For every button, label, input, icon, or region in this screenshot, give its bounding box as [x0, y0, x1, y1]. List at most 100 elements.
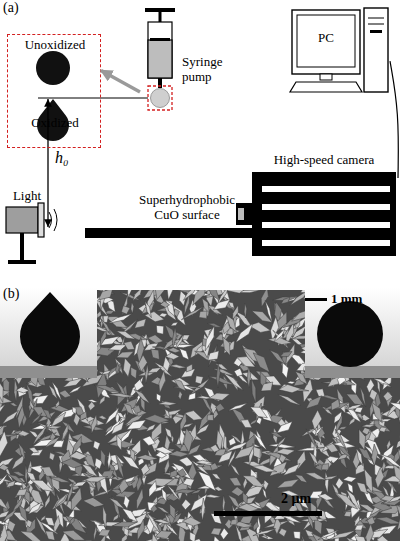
sem-flake: [140, 397, 144, 412]
sem-flake: [105, 425, 113, 433]
sem-flake: [124, 341, 135, 350]
sem-flake: [145, 312, 165, 322]
node-text: Oxidized: [8, 115, 102, 130]
sem-flake: [8, 475, 25, 484]
sem-flake: [355, 525, 364, 530]
sem-flake: [231, 487, 244, 497]
sem-flake: [297, 450, 305, 469]
sem-flake: [196, 464, 205, 467]
sem-flake: [146, 511, 161, 534]
sem-flake: [93, 441, 100, 450]
sem-flake: [18, 431, 30, 437]
sem-flake: [69, 386, 82, 394]
sem-flake: [250, 407, 267, 418]
sem-flake: [45, 531, 55, 540]
sem-flake: [71, 487, 82, 511]
sem-flake: [20, 531, 43, 541]
sem-flake: [229, 477, 241, 485]
sem-flake: [166, 353, 180, 360]
sem-flake: [281, 297, 290, 304]
droplet-inset-left: [0, 288, 97, 378]
sem-flake: [373, 379, 389, 385]
sem-flake: [109, 498, 125, 509]
sem-flake: [122, 456, 139, 470]
sem-flake: [184, 411, 202, 421]
scale-bar: [214, 511, 322, 516]
sem-flake: [117, 331, 136, 339]
sem-flake: [216, 403, 225, 412]
sem-flake: [72, 407, 76, 414]
sem-flake: [182, 517, 201, 526]
sem-flake: [376, 517, 400, 524]
sem-flake: [111, 421, 124, 434]
sem-flake: [357, 413, 363, 419]
sem-flake: [116, 363, 120, 375]
sem-flake: [380, 419, 391, 422]
syringe-symbol: [145, 8, 175, 110]
sem-flake: [6, 481, 15, 488]
sem-flake: [213, 369, 234, 376]
sem-flake: [116, 352, 134, 358]
sem-flake: [263, 488, 267, 499]
sem-flake: [52, 492, 69, 510]
sem-flake: [108, 451, 112, 469]
sem-flake: [253, 433, 267, 450]
sem-flake: [301, 534, 307, 541]
sem-flake: [184, 428, 193, 453]
sem-flake: [138, 355, 147, 372]
sem-flake: [0, 496, 8, 510]
sem-flake: [174, 379, 186, 391]
sem-flake: [124, 495, 130, 508]
sem-flake: [108, 345, 127, 351]
sem-flake: [151, 349, 160, 360]
sem-flake: [155, 290, 165, 300]
panel-label: (b): [3, 286, 19, 302]
sem-flake: [69, 452, 87, 460]
sem-flake: [46, 426, 62, 429]
sem-flake: [31, 393, 43, 397]
sem-flake: [186, 364, 192, 372]
cuo-surface: Superhydrophobic CuO surface: [85, 190, 290, 240]
sem-flake: [366, 524, 374, 541]
sem-flake: [379, 427, 387, 432]
sem-flake: [177, 469, 186, 477]
scale-bar: [305, 298, 327, 301]
sem-flake: [335, 429, 347, 450]
sem-flake: [86, 480, 96, 489]
sem-flake: [283, 463, 300, 475]
sem-flake: [98, 416, 107, 420]
sem-flake: [99, 290, 113, 300]
sem-flake: [80, 411, 87, 420]
sem-flake: [10, 403, 18, 406]
sem-flake: [295, 475, 307, 483]
sem-flake: [383, 391, 392, 401]
sem-flake: [165, 540, 172, 541]
sem-flake: [165, 513, 172, 528]
sem-flake: [247, 366, 251, 388]
sem-flake: [16, 387, 29, 393]
sem-flake: [253, 353, 270, 373]
sem-flake: [325, 472, 329, 494]
sem-flake: [223, 322, 230, 334]
sem-flake: [136, 455, 158, 461]
sem-flake: [329, 531, 355, 540]
sem-flake: [33, 424, 48, 445]
sem-flake: [367, 379, 375, 393]
sem-flake: [274, 329, 285, 343]
sem-flake: [137, 519, 144, 541]
sem-flake: [149, 481, 157, 497]
sem-flake: [45, 517, 55, 526]
node-text: Unoxidized: [8, 37, 102, 52]
sem-flake: [143, 436, 156, 446]
sem-flake: [27, 383, 34, 406]
sem-flake: [268, 444, 295, 449]
sem-flake: [202, 298, 209, 312]
node-text: Syringe pump: [182, 54, 234, 84]
sem-flake: [136, 476, 142, 492]
sem-flake: [207, 414, 213, 420]
sem-flake: [59, 390, 71, 398]
sem-flake: [171, 322, 178, 326]
sem-flake: [29, 484, 33, 494]
sem-flake: [230, 464, 240, 476]
sem-flake: [193, 290, 206, 305]
